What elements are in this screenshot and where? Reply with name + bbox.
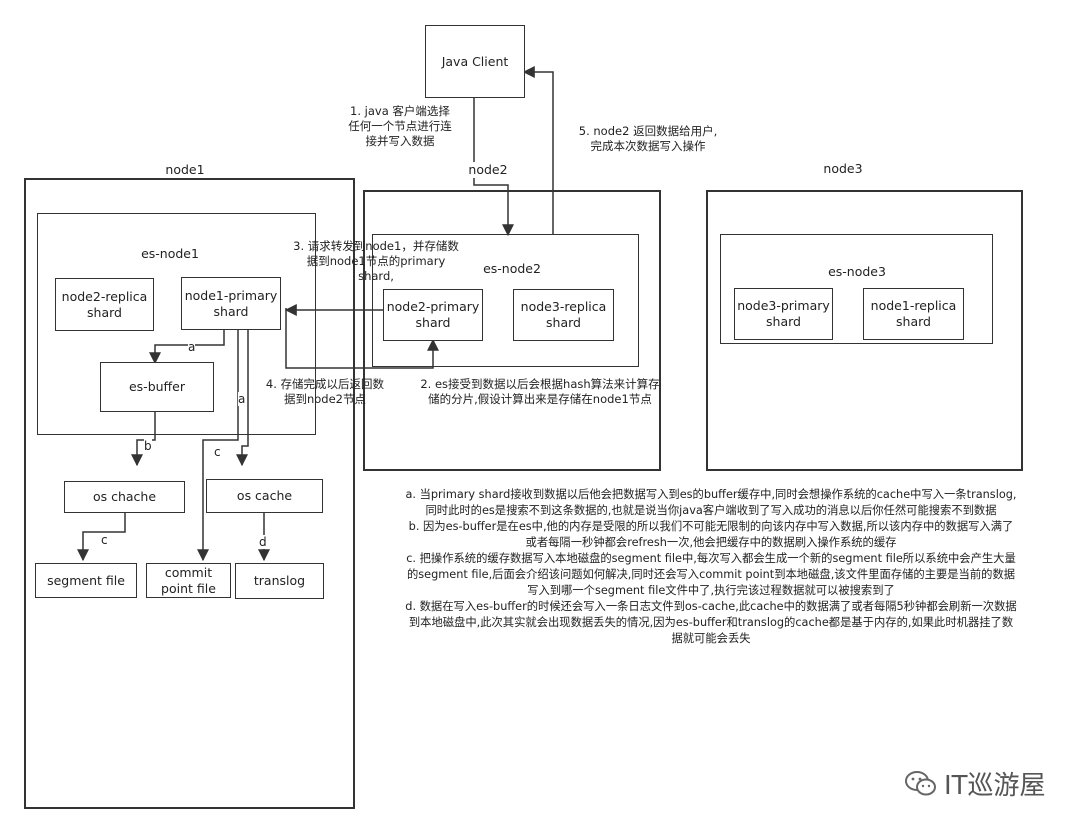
os-cache-box: os cache: [206, 479, 323, 513]
node2-title: node2: [458, 162, 518, 178]
explanation-d: d. 数据在写入es-buffer的时候还会写入一条日志文件到os-cache,…: [405, 600, 1017, 645]
os-chache-label: os chache: [92, 489, 157, 504]
step2-note: 2. es接受到数据以后会根据hash算法来计算存 储的分片,假设计算出来是存储…: [420, 377, 660, 406]
node2-replica-shard-on-node1: node2-replica shard: [55, 278, 154, 331]
es-node3-title: es-node3: [828, 264, 886, 279]
es-node2-container: [372, 234, 639, 367]
os-cache-label: os cache: [236, 488, 293, 503]
arrow-return-to-node2: [285, 308, 439, 369]
node3-primary-shard-label: node3-primary shard: [737, 298, 830, 329]
node3-primary-shard: node3-primary shard: [734, 288, 833, 340]
segment-file-box: segment file: [35, 563, 137, 598]
edge-label-b: b: [144, 439, 152, 453]
arrow-c-to-segment-file: [77, 512, 126, 562]
step4-note: 4. 存储完成以后返回数 据到node2节点: [265, 377, 385, 406]
step1-note: 1. java 客户端选择 任何一个节点进行连 接并写入数据: [335, 104, 465, 149]
segment-file-label: segment file: [47, 572, 125, 588]
node1-primary-shard: node1-primary shard: [181, 277, 281, 330]
wechat-logo-icon: [905, 770, 936, 795]
step5-note: 5. node2 返回数据给用户, 完成本次数据写入操作: [578, 124, 718, 153]
translog-box: translog: [235, 563, 324, 599]
es-node3-container: [720, 234, 993, 344]
es-buffer-label: es-buffer: [128, 379, 185, 394]
java-client-box: Java Client: [425, 25, 525, 98]
java-client-label: Java Client: [441, 53, 509, 69]
step3-note: 3. 请求转发到node1，并存储数 据到node1节点的primary sha…: [293, 239, 459, 283]
node3-replica-shard-on-node2: node3-replica shard: [513, 289, 614, 341]
translog-label: translog: [253, 573, 306, 588]
watermark-text: IT巡游屋: [944, 771, 1046, 801]
edge-label-d: d: [259, 535, 267, 549]
explanation-block: a. 当primary shard接收到数据以后他会把数据写入到es的buffe…: [357, 487, 1065, 647]
arrow-c-to-commit-point: [197, 330, 239, 562]
es-node1-container: [37, 213, 316, 435]
explanation-c: c. 把操作系统的缓存数据写入本地磁盘的segment file中,每次写入都会…: [406, 552, 1016, 597]
node1-title: node1: [165, 162, 205, 177]
es-buffer-box: es-buffer: [100, 362, 214, 412]
node2-container: [363, 190, 661, 471]
commit-point-file-box: commit point file: [146, 563, 231, 598]
arrow-client-to-node2: [473, 97, 514, 237]
es-node2-title: es-node2: [483, 261, 541, 276]
watermark: IT巡游屋: [904, 765, 1046, 802]
commit-point-file-label: commit point file: [161, 564, 216, 596]
edge-label-c2: c: [101, 533, 108, 547]
node1-primary-shard-label: node1-primary shard: [184, 287, 278, 319]
explanation-b: b. 因为es-buffer是在es中,他的内存是受限的所以我们不可能无限制的向…: [408, 520, 1014, 549]
node2-primary-shard-label: node2-primary shard: [386, 299, 480, 330]
edge-label-a2: a: [238, 392, 246, 406]
node1-replica-shard-label: node1-replica shard: [870, 298, 957, 329]
explanation-a: a. 当primary shard接收到数据以后他会把数据写入到es的buffe…: [405, 488, 1017, 517]
es-node1-title: es-node1: [141, 246, 199, 261]
node2-replica-shard-label: node2-replica shard: [61, 288, 148, 320]
node2-primary-shard: node2-primary shard: [383, 289, 483, 341]
edge-label-a1: a: [188, 340, 196, 354]
edge-label-c1: c: [214, 445, 221, 459]
node3-replica-shard-label: node3-replica shard: [520, 299, 607, 330]
node1-replica-shard-on-node3: node1-replica shard: [863, 288, 964, 340]
arrow-node2-to-client: [522, 66, 554, 235]
node1-container: [24, 178, 355, 809]
os-chache-box: os chache: [64, 481, 185, 513]
node3-title: node3: [823, 161, 863, 176]
arrow-a-to-os-cache: [236, 330, 249, 467]
